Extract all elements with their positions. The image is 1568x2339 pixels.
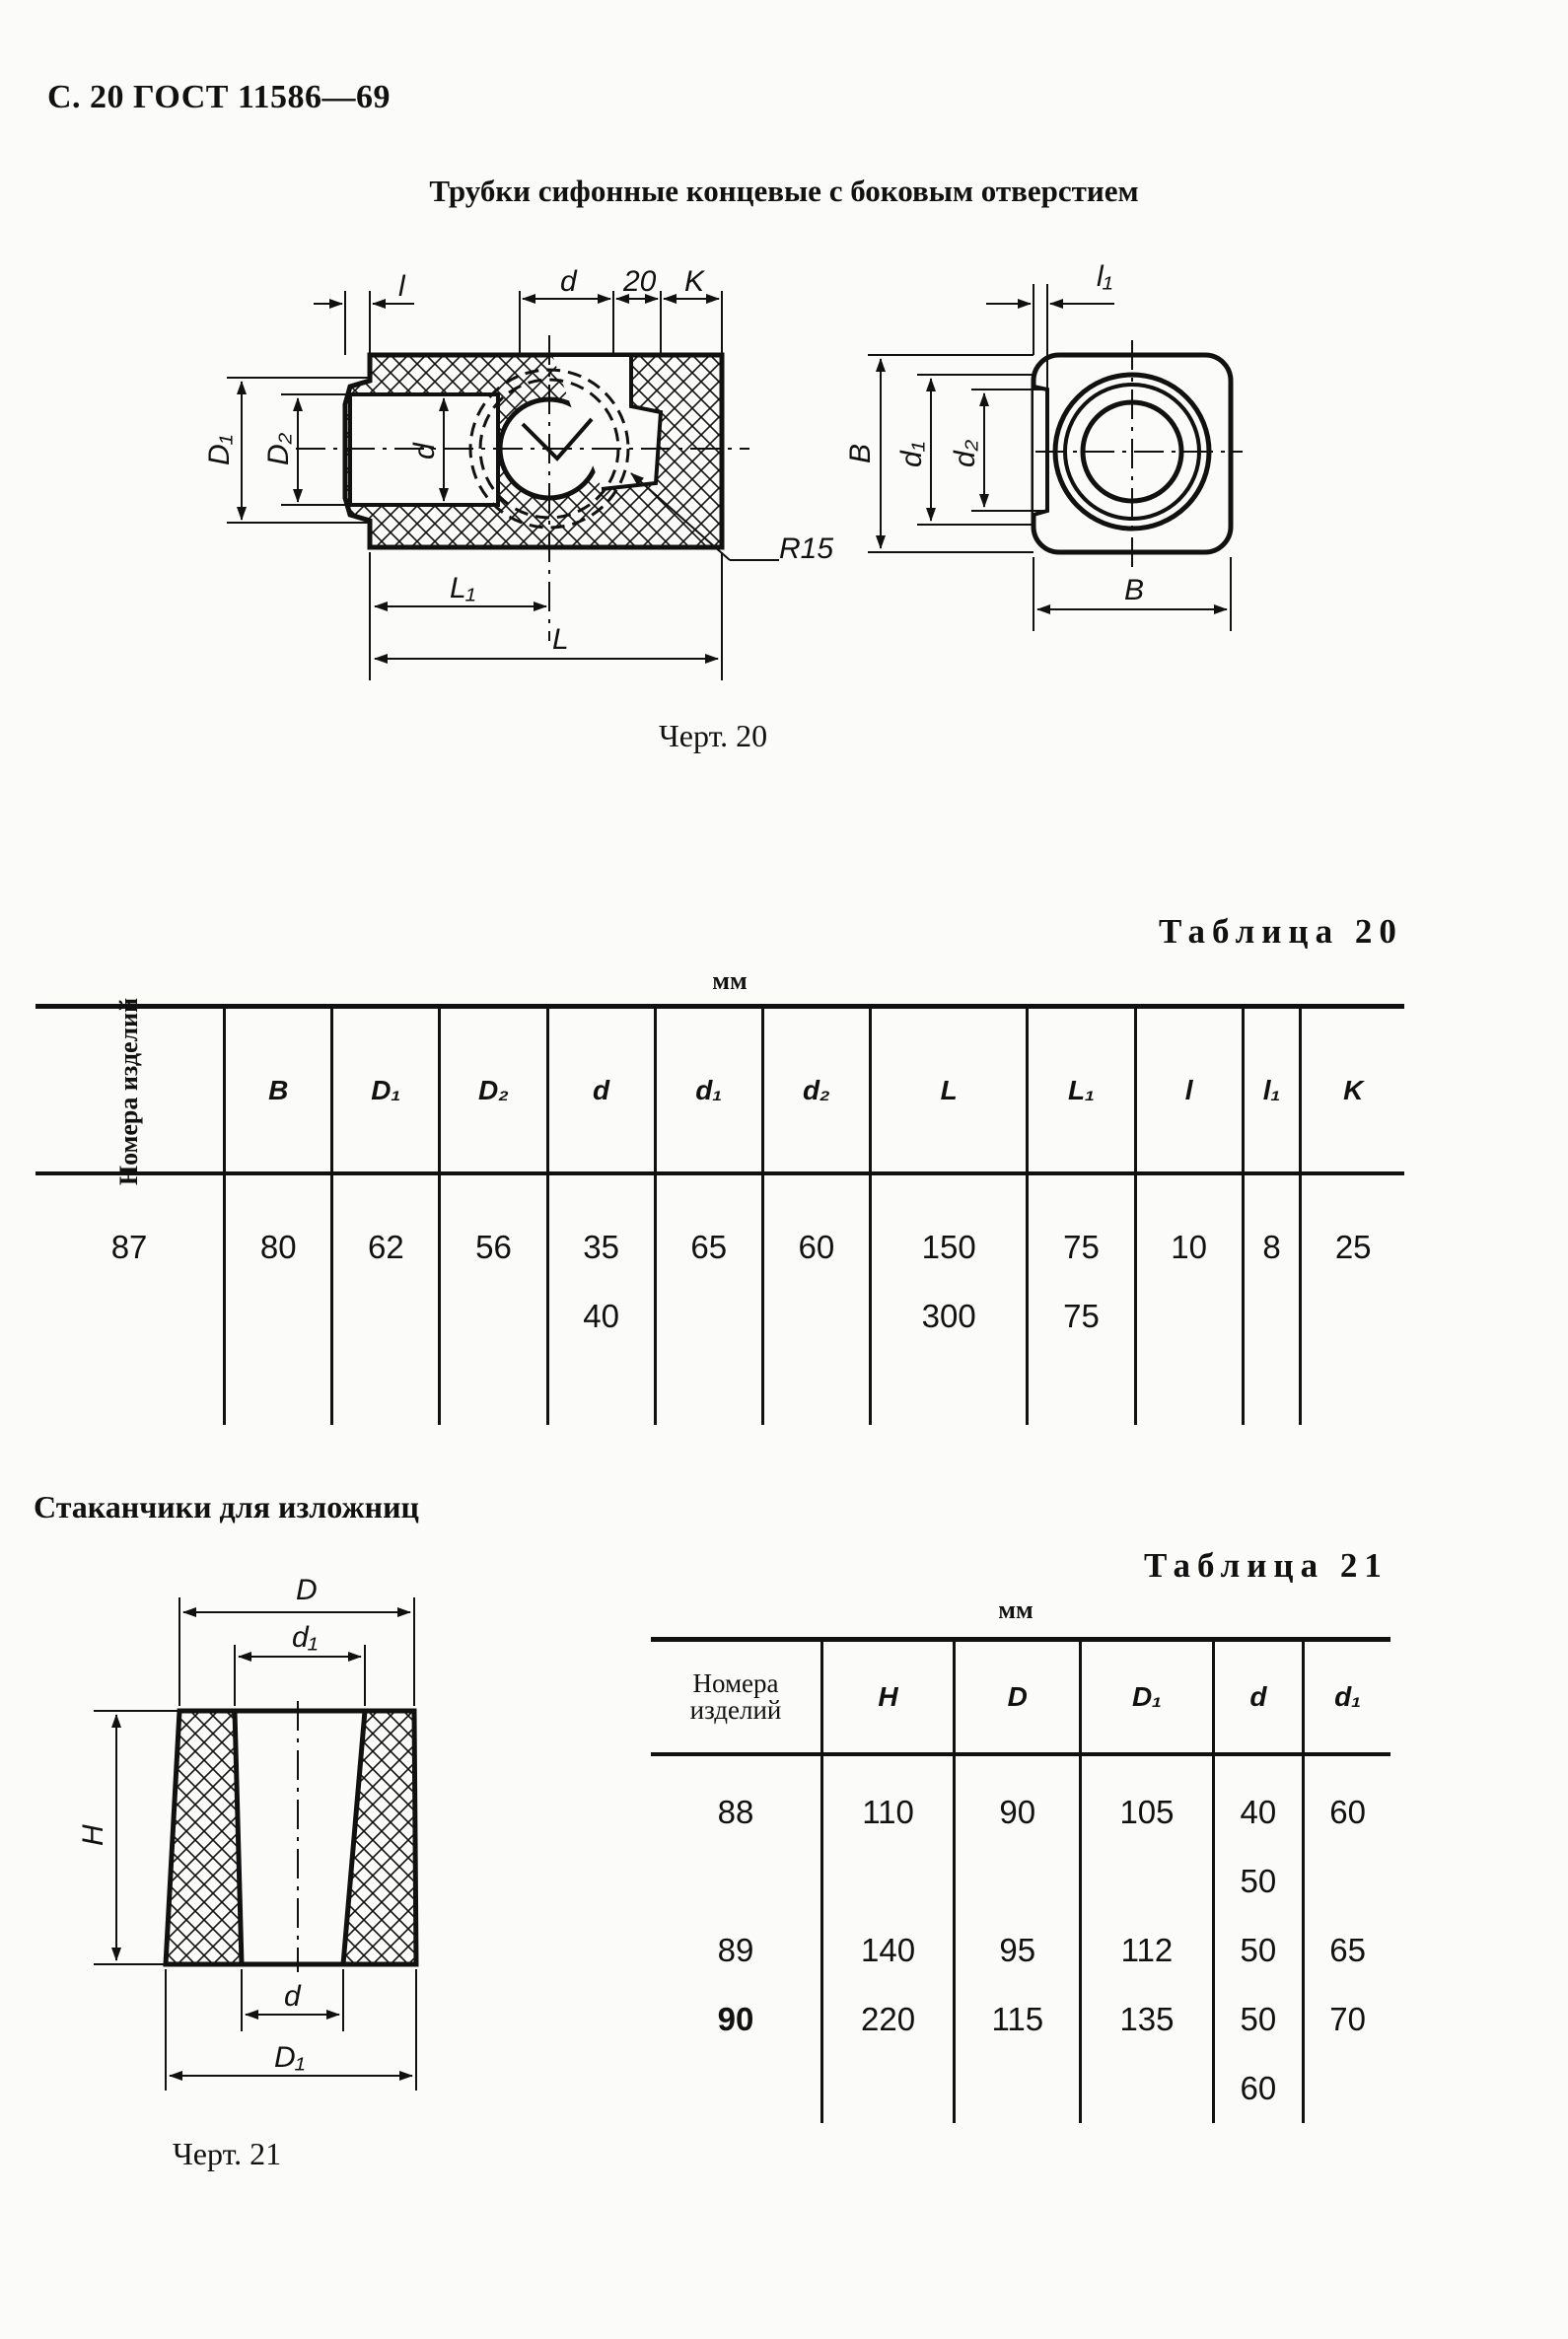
dim-d1: d₁ (895, 442, 928, 467)
drawing-21: D d₁ H d D₁ (77, 1574, 419, 2091)
cell-num: 88 (717, 1794, 754, 1830)
drawing-21-caption: Черт. 21 (173, 2136, 282, 2171)
cell-D1: 62 (330, 1173, 440, 1425)
cell-B: 80 (223, 1173, 332, 1425)
cell-d1: 65 (653, 1173, 763, 1425)
dim-d: d (284, 1980, 302, 2013)
cell-D1: 112 (1079, 1916, 1214, 1985)
table-row: 89 140 95 112 50 65 (651, 1916, 1390, 1985)
cell-d1: 60 (1302, 1754, 1390, 1916)
header-d: d (545, 1006, 656, 1175)
dim-l: l (398, 270, 406, 303)
header-d: d (1211, 1639, 1304, 1756)
dim-K: K (684, 265, 706, 298)
dim-L: L (552, 623, 569, 656)
cell-d1: 65 (1302, 1916, 1390, 1985)
dim-D1: D₁ (274, 2041, 305, 2074)
page-header: С. 20 ГОСТ 11586—69 (47, 79, 392, 115)
cell-d1: 70 (1302, 1985, 1390, 2123)
table-20-unit: мм (712, 966, 748, 995)
table-20-title: Таблица 20 (1159, 912, 1403, 951)
header-item-numbers: Номера изделий (36, 997, 225, 1185)
section-title-siphon-tubes: Трубки сифонные концевые с боковым отвер… (429, 174, 1139, 208)
table-21-header-row: Номера изделий H D D₁ d d₁ (651, 1639, 1390, 1756)
section-title-mold-cups: Стаканчики для изложниц (34, 1489, 419, 1524)
end-view-20 (1031, 340, 1243, 567)
cell-H: 220 (820, 1985, 955, 2123)
drawing-20: l d 20 K D₁ D₂ d R15 L₁ L l₁ B d₁ d₂ B (203, 260, 1243, 680)
header-d2: d₂ (760, 1006, 871, 1175)
cell-l: 10 (1133, 1173, 1244, 1425)
header-H: H (820, 1639, 955, 1756)
header-B: B (223, 1006, 332, 1175)
header-D1: D₁ (330, 1006, 440, 1175)
header-l: l (1133, 1006, 1244, 1175)
cell-l1: 8 (1241, 1173, 1301, 1425)
cell-d: 50 (1211, 1916, 1304, 1985)
drawing-20-caption: Черт. 20 (659, 718, 768, 753)
header-d1: d₁ (653, 1006, 763, 1175)
header-D: D (953, 1639, 1081, 1756)
header-K: K (1299, 1006, 1404, 1175)
cell-K: 25 (1299, 1173, 1404, 1425)
dim-d1: d₁ (292, 1621, 318, 1654)
dim-R15: R15 (779, 532, 833, 565)
cell-H: 140 (820, 1916, 955, 1985)
dim-d2: d₂ (949, 439, 981, 467)
header-D1: D₁ (1079, 1639, 1214, 1756)
dim-d-inner: d (408, 442, 441, 460)
dim-D2: D₂ (262, 432, 295, 465)
header-d1: d₁ (1302, 1639, 1390, 1756)
dim-l1: l₁ (1097, 260, 1112, 293)
dim-B-vertical: B (844, 444, 877, 463)
cell-num: 87 (110, 1229, 148, 1265)
table-20-header-row: Номера изделий B D₁ D₂ d d₁ d₂ L L₁ l l₁… (36, 997, 1404, 1185)
header-item-numbers: Номера изделий (651, 1639, 822, 1756)
cell-num: 89 (717, 1932, 754, 1968)
cell-H: 110 (820, 1754, 955, 1916)
cell-D2: 56 (438, 1173, 548, 1425)
header-L1: L₁ (1026, 1006, 1136, 1175)
cell-D: 115 (953, 1985, 1081, 2123)
dim-H: H (77, 1824, 109, 1846)
dim-D1: D₁ (203, 435, 236, 465)
dim-B-horizontal: B (1124, 574, 1144, 606)
dim-20: 20 (622, 265, 657, 298)
table-20: Номера изделий B D₁ D₂ d d₁ d₂ L L₁ l l₁… (36, 997, 1404, 1425)
header-D2: D₂ (438, 1006, 548, 1175)
cell-D1: 135 (1079, 1985, 1214, 2123)
cell-num: 90 (717, 2001, 754, 2037)
table-21-title: Таблица 21 (1144, 1546, 1389, 1585)
cell-D: 95 (953, 1916, 1081, 1985)
header-l1: l₁ (1241, 1006, 1301, 1175)
table-21-unit: мм (998, 1595, 1033, 1624)
header-L: L (868, 1006, 1028, 1175)
table-21: Номера изделий H D D₁ d d₁ 88 110 90 105… (651, 1637, 1390, 2123)
cell-D1: 105 (1079, 1754, 1214, 1916)
dim-d: d (560, 265, 578, 298)
cell-D: 90 (953, 1754, 1081, 1916)
section-view-20 (342, 352, 725, 550)
dim-D: D (296, 1574, 318, 1606)
dim-L1: L₁ (450, 572, 475, 604)
cell-d2: 60 (760, 1173, 871, 1425)
